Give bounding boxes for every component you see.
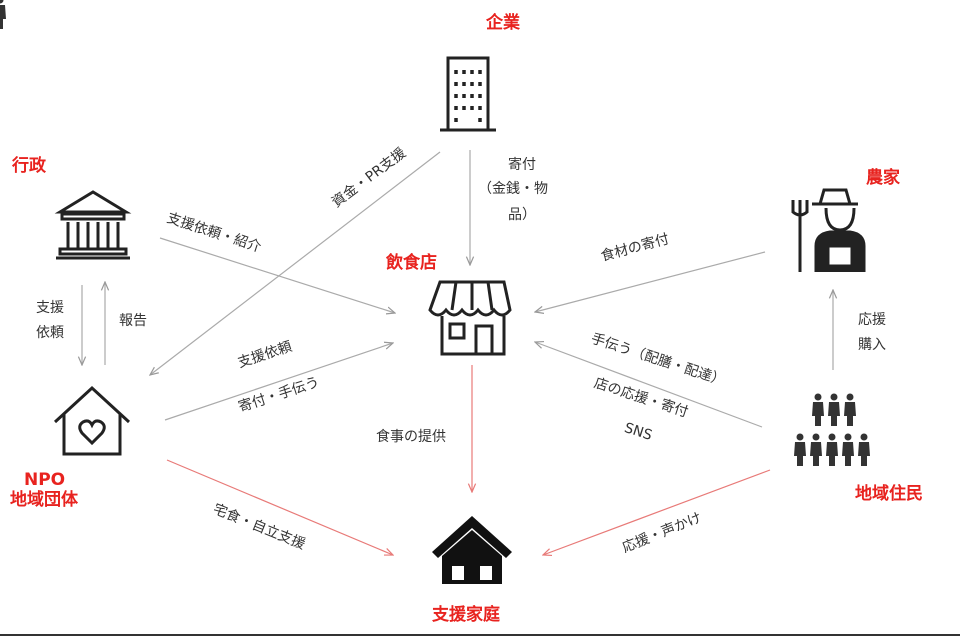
edge-npo-katei: [166, 459, 393, 555]
label-kifu: （金銭・物: [478, 181, 548, 197]
office-building-icon: [440, 56, 496, 132]
edge-kigyo-npo: [150, 151, 441, 375]
label-kifu: 寄付: [508, 157, 536, 173]
residents-icon: [0, 0, 870, 466]
node-npo: NPO: [24, 470, 66, 490]
node-jumin: 地域住民: [855, 484, 923, 504]
label-kifu: 品）: [508, 207, 536, 223]
node-kigyo: 企業: [486, 13, 520, 33]
edge-gyosei-inshokuten: [159, 237, 395, 313]
label-ouen-1: 応援: [858, 312, 886, 328]
shop-icon: [428, 280, 512, 356]
government-building-icon: [54, 190, 132, 260]
house-heart-icon: [53, 385, 131, 456]
node-katei: 支援家庭: [432, 605, 500, 625]
label-kounyu: 購入: [858, 337, 886, 353]
edge-npo-inshokuten: [164, 343, 393, 421]
node-gyosei: 行政: [12, 156, 46, 176]
label-shokuji: 食事の提供: [376, 429, 446, 445]
bottom-divider: [0, 634, 960, 636]
label-irai: 依頼: [36, 325, 64, 341]
farmer-icon: [791, 188, 866, 272]
edge-jumin-inshokuten: [535, 342, 763, 428]
node-inshokuten: 飲食店: [386, 253, 437, 273]
label-irai: 支援: [36, 300, 64, 316]
edge-noka-inshokuten: [535, 251, 766, 312]
family-house-icon: [432, 516, 512, 584]
edge-jumin-katei: [543, 469, 771, 555]
label-houkoku: 報告: [119, 313, 147, 329]
node-noka: 農家: [866, 168, 900, 188]
node-chiiki-dantai: 地域団体: [10, 490, 78, 510]
